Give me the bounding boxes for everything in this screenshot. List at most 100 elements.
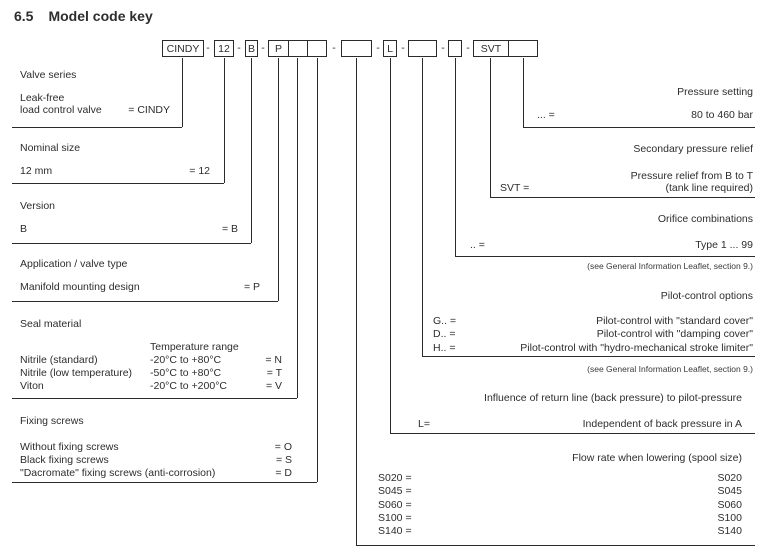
- code-separator: -: [261, 42, 265, 54]
- seal-range: -20°C to +200°C: [150, 379, 227, 392]
- section-heading: Orifice combinations: [657, 213, 753, 225]
- seal-value: = V: [265, 379, 282, 392]
- connector-line: [317, 58, 318, 482]
- version-label: B: [20, 222, 28, 235]
- code-box-size: 12: [214, 40, 234, 57]
- seal-range: -20°C to +80°C: [150, 353, 222, 366]
- connector-line: [390, 433, 755, 434]
- connector-line: [523, 127, 755, 128]
- section-title: Model code key: [48, 8, 153, 24]
- seal-col-header: Temperature range: [150, 340, 239, 353]
- influence-code: L=: [418, 417, 430, 430]
- connector-line: [12, 243, 251, 244]
- pilot-value: Pilot-control with "damping cover": [596, 328, 753, 340]
- section-version: Version B = B: [20, 200, 238, 235]
- connector-line: [182, 58, 183, 127]
- pilot-code: G.. =: [433, 314, 457, 327]
- section-nominal-size: Nominal size 12 mm = 12: [20, 142, 210, 177]
- code-box-svt-group: SVT: [473, 40, 538, 57]
- connector-line: [356, 58, 357, 545]
- connector-line: [297, 58, 298, 398]
- code-box-pilot-return: L: [383, 40, 397, 57]
- fixing-name: "Dacromate" fixing screws (anti-corrosio…: [20, 467, 216, 480]
- flow-code: S020 =: [378, 472, 412, 484]
- section-pilot-control-options: Pilot-control options G.. = Pilot-contro…: [433, 290, 753, 355]
- section-flow-rate-heading: Flow rate when lowering (spool size): [418, 452, 742, 465]
- connector-line: [12, 398, 297, 399]
- section-heading: Nominal size: [20, 142, 81, 154]
- code-separator: -: [332, 42, 336, 54]
- seal-name: Viton: [20, 379, 44, 392]
- seal-name: Nitrile (low temperature): [20, 366, 133, 379]
- code-box-series-label: CINDY: [166, 42, 200, 55]
- flow-code: S100 =: [378, 511, 412, 524]
- code-box-svt-cell: SVT: [474, 41, 508, 56]
- pilot-value: Pilot-control with "hydro-mechanical str…: [520, 341, 753, 354]
- section-heading: Application / valve type: [20, 258, 128, 270]
- pressure-setting-code: ... =: [537, 108, 555, 121]
- connector-line: [224, 58, 225, 183]
- connector-line: [278, 58, 279, 301]
- section-heading: Pressure setting: [677, 86, 753, 98]
- section-application: Application / valve type Manifold mounti…: [20, 258, 260, 293]
- code-box-blank-cell: [288, 41, 307, 56]
- seal-name: Nitrile (standard): [20, 353, 98, 366]
- secondary-value-line1: Pressure relief from B to T: [630, 169, 753, 182]
- code-box-blank-cell: [508, 41, 536, 56]
- section-influence-return-line: Influence of return line (back pressure)…: [418, 392, 742, 430]
- seal-col-spacer: [20, 341, 150, 354]
- section-heading: Secondary pressure relief: [633, 143, 753, 155]
- secondary-code: SVT =: [500, 182, 530, 194]
- code-box-blank-cell: [307, 41, 326, 56]
- code-separator: -: [466, 42, 470, 54]
- connector-line: [455, 256, 755, 257]
- connector-line: [251, 58, 252, 243]
- fixing-name: Black fixing screws: [20, 453, 109, 466]
- section-orifice-combinations: Orifice combinations .. = Type 1 ... 99: [470, 213, 753, 251]
- connector-line: [356, 545, 755, 546]
- code-box-pilot-return-label: L: [387, 42, 393, 55]
- pilot-code: D.. =: [433, 328, 456, 340]
- connector-line: [12, 183, 224, 184]
- seal-value: = T: [266, 366, 282, 379]
- connector-line: [523, 58, 524, 127]
- flow-value: S140: [717, 525, 742, 538]
- pilot-note: (see General Information Leaflet, sectio…: [587, 364, 753, 374]
- section-heading: Fixing screws: [20, 415, 84, 427]
- valve-series-line1: Leak-free: [20, 91, 65, 104]
- version-value: = B: [221, 222, 238, 235]
- section-number: 6.5: [14, 8, 34, 24]
- code-box-pilot-blank: [408, 40, 437, 57]
- orifice-code: .. =: [470, 238, 485, 251]
- pilot-value: Pilot-control with "standard cover": [596, 314, 753, 327]
- section-flow-rate-rows: S020 = S020 S045 = S045 S060 = S060 S100…: [378, 472, 742, 538]
- flow-code: S045 =: [378, 485, 412, 498]
- code-box-application-label: P: [274, 42, 282, 55]
- code-box-svt-label: SVT: [480, 42, 502, 55]
- section-fixing-screws: Fixing screws Without fixing screws = O …: [20, 415, 292, 481]
- code-separator: -: [441, 42, 445, 54]
- application-value: = P: [243, 280, 260, 293]
- code-separator: -: [401, 42, 405, 54]
- code-box-application-group: P: [268, 40, 327, 57]
- flow-value: S020: [717, 472, 742, 484]
- section-secondary-pressure-relief: Secondary pressure relief Pressure relie…: [500, 143, 753, 195]
- flow-value: S060: [717, 498, 742, 511]
- secondary-value-line2: (tank line required): [665, 182, 753, 194]
- influence-value: Independent of back pressure in A: [582, 417, 742, 430]
- seal-range: -50°C to +80°C: [150, 366, 222, 379]
- fixing-value: = D: [275, 467, 292, 480]
- section-heading: Seal material: [20, 318, 82, 330]
- flow-code: S140 =: [378, 525, 412, 538]
- flow-value: S045: [717, 485, 742, 498]
- connector-line: [490, 58, 491, 197]
- connector-line: [390, 58, 391, 433]
- seal-value: = N: [265, 353, 282, 366]
- code-separator: -: [376, 42, 380, 54]
- section-heading: Pilot-control options: [660, 290, 753, 302]
- fixing-name: Without fixing screws: [20, 440, 119, 453]
- connector-line: [490, 197, 755, 198]
- nominal-size-label: 12 mm: [20, 164, 53, 177]
- pilot-code: H.. =: [433, 341, 456, 354]
